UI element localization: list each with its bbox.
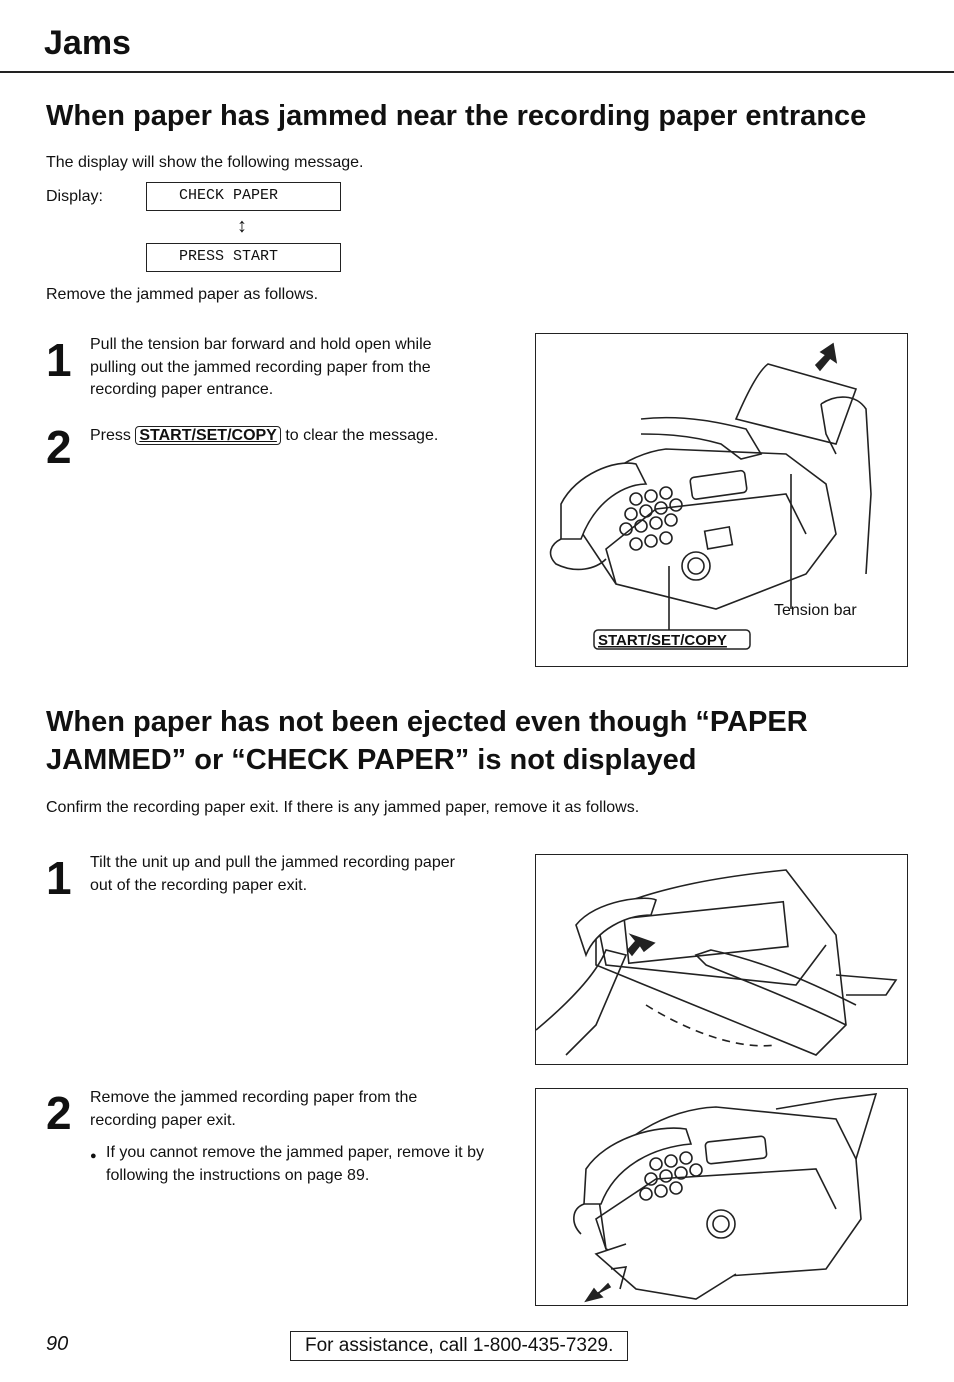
page-number: 90 [46,1333,69,1355]
section2-intro: Confirm the recording paper exit. If the… [46,799,640,816]
lcd-display-message-1: CHECK PAPER [146,182,341,211]
tension-bar-callout: Tension bar [774,602,857,619]
figure-tilt-unit [535,854,908,1065]
step-number: 2 [46,421,72,473]
fax-exit-illustration [573,1093,878,1303]
section1-heading: When paper has jammed near the recording… [46,100,867,132]
step-note-bullet: If you cannot remove the jammed paper, r… [90,1142,496,1187]
header-rule [0,71,954,73]
step-text-after: to clear the message. [285,427,439,444]
figure-recording-exit [535,1088,908,1306]
step-number: 1 [46,334,72,386]
figure-tension-bar: Tension bar START/SET/COPY [535,333,908,667]
section2-heading-line2: JAMMED” or “CHECK PAPER” is not displaye… [46,744,697,776]
start-set-copy-key: START/SET/COPY [135,426,281,445]
section1-intro: The display will show the following mess… [46,154,364,171]
step-text: Remove the jammed recording paper from t… [90,1089,418,1129]
assistance-note: For assistance, call 1-800-435-7329. [290,1331,629,1361]
lcd-display-message-2: PRESS START [146,243,341,272]
section2-heading-line1: When paper has not been ejected even tho… [46,706,808,738]
section1-instruction: Remove the jammed paper as follows. [46,286,319,303]
fax-machine-illustration: Tension bar START/SET/COPY [549,342,872,650]
start-set-copy-callout-label: START/SET/COPY [598,632,727,649]
step-number: 2 [46,1087,72,1139]
step-number: 1 [46,852,72,904]
step-text: Tilt the unit up and pull the jammed rec… [90,854,455,894]
display-label: Display: [46,188,103,205]
tilted-fax-illustration [536,869,898,1056]
step-text: Press START/SET/COPY to clear the messag… [90,425,510,448]
step-text: Pull the tension bar forward and hold op… [90,336,432,398]
step-text-before: Press [90,427,131,444]
alternating-arrow-icon: ↕ [237,215,247,237]
start-set-copy-callout: START/SET/COPY [593,629,751,650]
section-title: Jams [44,24,131,62]
